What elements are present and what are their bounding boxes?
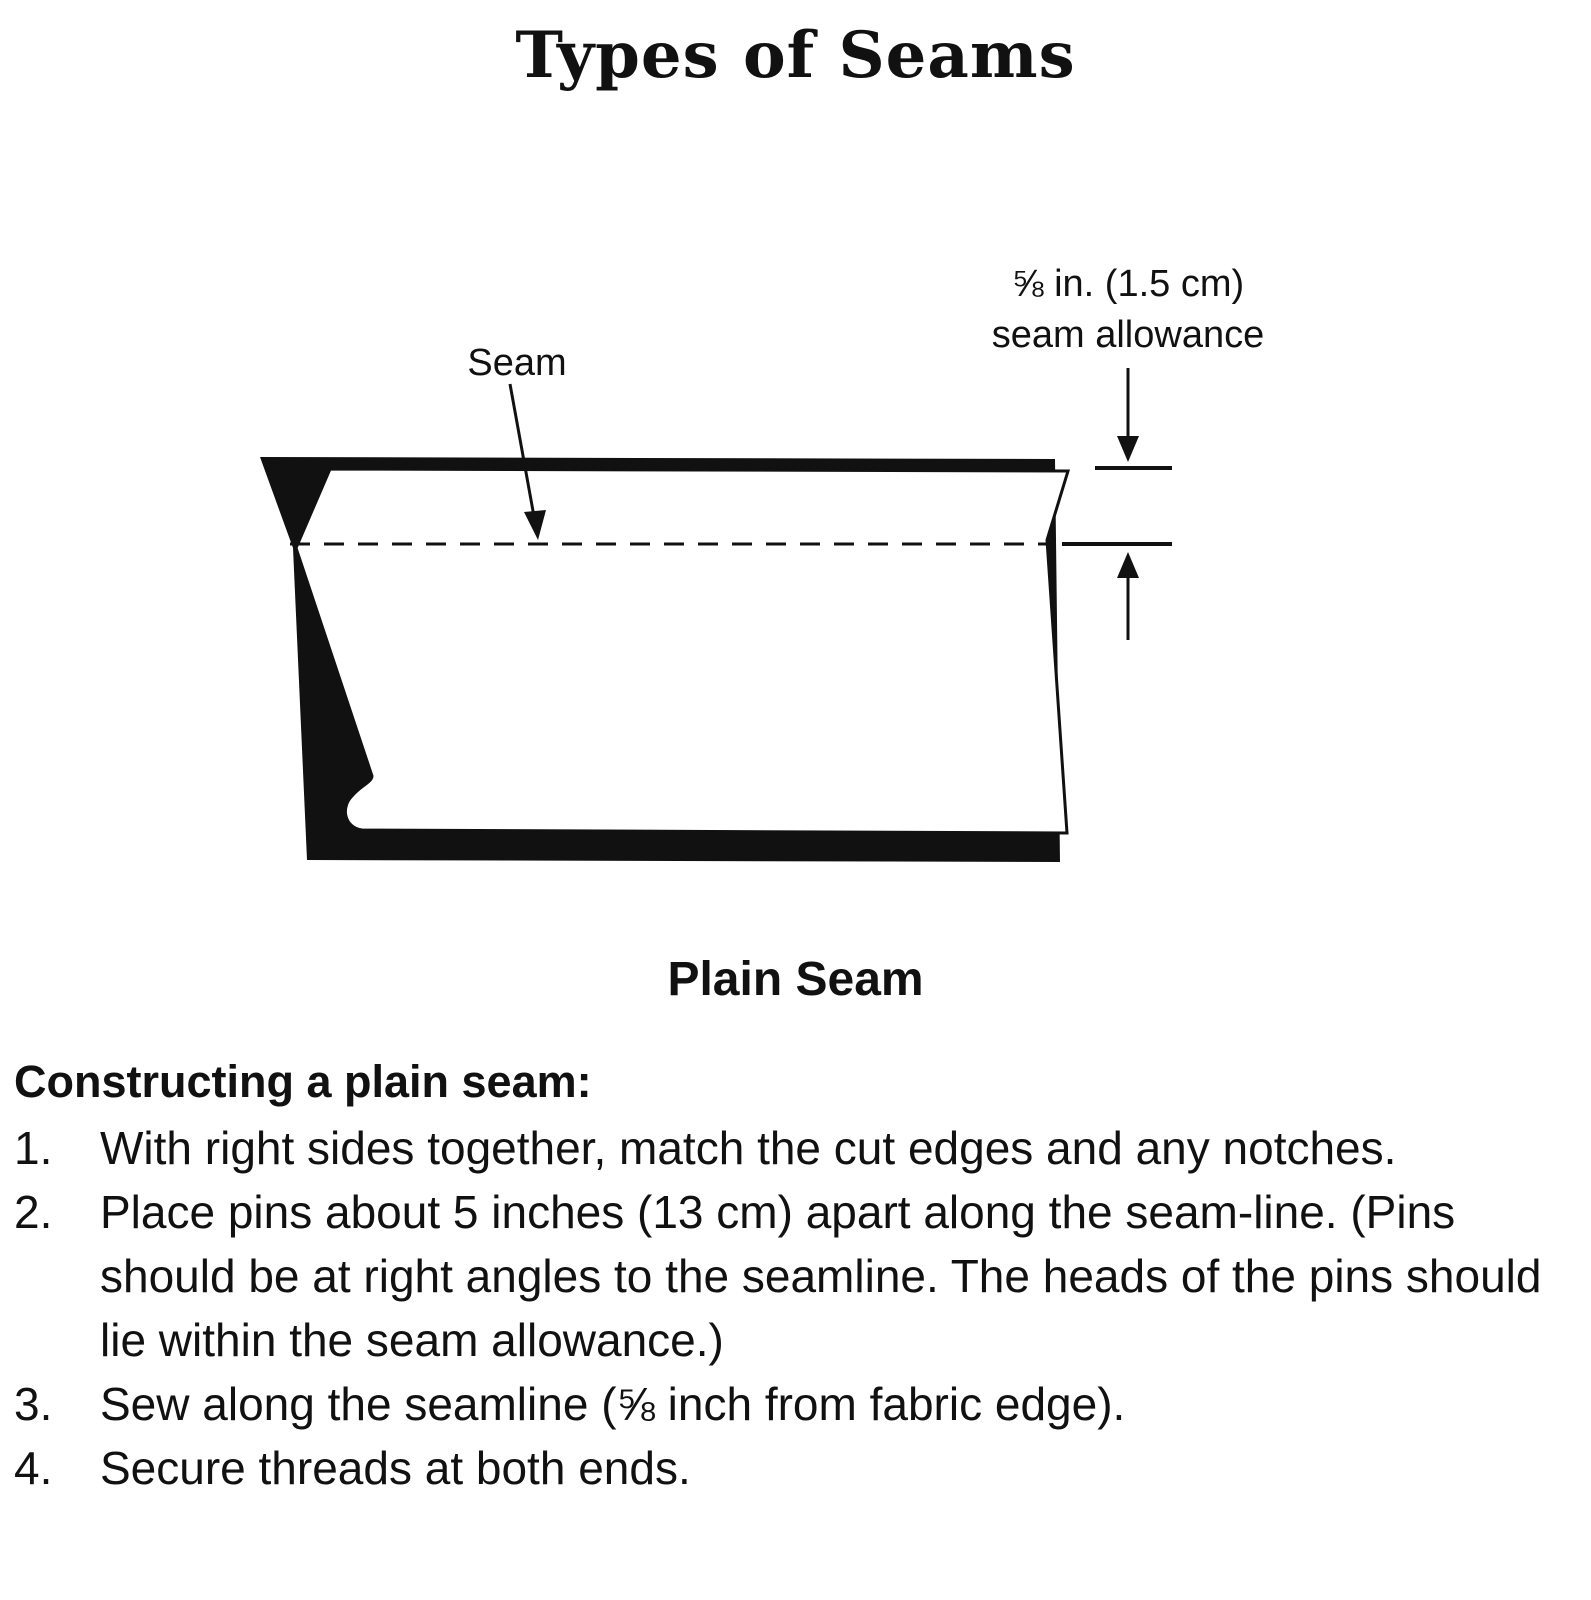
step-number: 2. xyxy=(14,1186,53,1238)
seam-label: Seam xyxy=(467,342,566,384)
plain-seam-diagram: Seam ⅝ in. (1.5 cm) seam allowance xyxy=(260,263,1264,862)
allowance-label-line1: ⅝ in. (1.5 cm) xyxy=(1012,263,1244,305)
instruction-step: 2. Place pins about 5 inches (13 cm) apa… xyxy=(14,1180,1574,1372)
step-text: Place pins about 5 inches (13 cm) apart … xyxy=(100,1186,1542,1366)
instruction-list: 1. With right sides together, match the … xyxy=(14,1116,1574,1500)
step-number: 4. xyxy=(14,1442,53,1494)
instruction-step: 1. With right sides together, match the … xyxy=(14,1116,1574,1180)
step-number: 3. xyxy=(14,1378,53,1430)
section-heading: Constructing a plain seam: xyxy=(14,1056,592,1107)
instruction-step: 3. Sew along the seamline (⅝ inch from f… xyxy=(14,1372,1574,1436)
step-text: Sew along the seamline (⅝ inch from fabr… xyxy=(100,1378,1126,1430)
seam-pointer-arrowhead xyxy=(524,510,546,540)
allowance-arrow-up-head xyxy=(1117,552,1139,578)
fabric-top-layer xyxy=(294,467,1071,835)
step-number: 1. xyxy=(14,1122,53,1174)
diagram-caption: Plain Seam xyxy=(667,953,924,1006)
allowance-arrow-down-head xyxy=(1117,436,1139,462)
step-text: Secure threads at both ends. xyxy=(100,1442,691,1494)
step-text: With right sides together, match the cut… xyxy=(100,1122,1397,1174)
allowance-label-line2: seam allowance xyxy=(992,314,1264,356)
page-title: Types of Seams xyxy=(515,18,1076,93)
instruction-step: 4. Secure threads at both ends. xyxy=(14,1436,1574,1500)
seam-pointer-line xyxy=(508,383,537,523)
